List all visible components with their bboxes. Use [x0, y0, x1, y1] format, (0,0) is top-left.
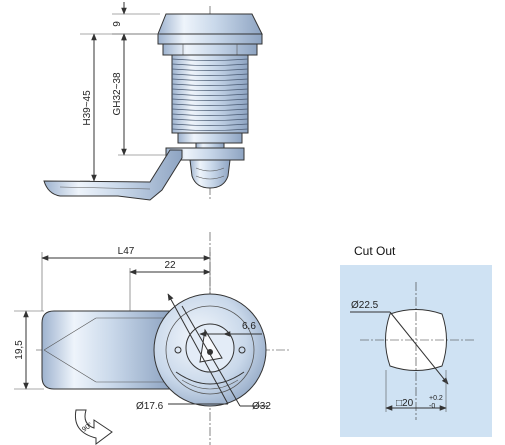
cutout-title: Cut Out: [354, 244, 396, 258]
cutout-diameter-label: Ø22.5: [351, 300, 379, 311]
length-label: L47: [118, 246, 135, 257]
thread-line: [171, 113, 249, 116]
thread-line: [171, 63, 249, 66]
cam-tongue: [43, 149, 183, 201]
body-circle: [165, 305, 255, 395]
tolerance-minus: -0: [429, 403, 435, 410]
thread-line: [171, 98, 249, 101]
tolerance-plus: +0.2: [429, 395, 443, 402]
thread-line: [171, 93, 249, 96]
thread-line: [171, 58, 249, 61]
thread-line: [171, 103, 249, 106]
grip-range-label: GH32~38: [112, 72, 123, 116]
body-diameter-label: Ø17.6: [136, 401, 164, 412]
cap-height-label: 9: [112, 21, 123, 27]
offset-label: 22: [164, 260, 176, 271]
thread-line: [171, 108, 249, 111]
thread-line: [171, 73, 249, 76]
lock-cap: [157, 13, 263, 35]
total-height-label: H39~45: [82, 90, 93, 126]
collar: [177, 132, 243, 144]
cam-width-label: 19,5: [14, 340, 25, 360]
hex-nut: [162, 43, 258, 56]
cap-flange: [157, 33, 263, 45]
thread-line: [171, 83, 249, 86]
front-view: L47 22 19,5 6.6 Ø17.6 Ø32 90°: [14, 232, 290, 445]
screw-head: [189, 159, 231, 189]
thread-line: [171, 128, 249, 131]
key-slot: [199, 328, 223, 363]
side-view: 9 H39~45 GH32~38: [43, 2, 263, 201]
threaded-body: [171, 54, 249, 134]
thread-line: [171, 118, 249, 121]
head-diameter-label: Ø32: [252, 401, 271, 412]
thread-line: [171, 123, 249, 126]
cutout-flat-label: □20: [396, 398, 414, 409]
key-slot-label: 6.6: [242, 321, 256, 332]
cutout-view: Cut Out Ø22.5 □20 +0.2 -0: [340, 244, 492, 437]
key-pin: [207, 349, 213, 355]
cam-arm: [41, 310, 171, 390]
thread-line: [171, 78, 249, 81]
thread-line: [171, 68, 249, 71]
thread-line: [171, 88, 249, 91]
rotation-arrow-icon: 90°: [74, 409, 113, 445]
thread-lines: [171, 58, 249, 131]
